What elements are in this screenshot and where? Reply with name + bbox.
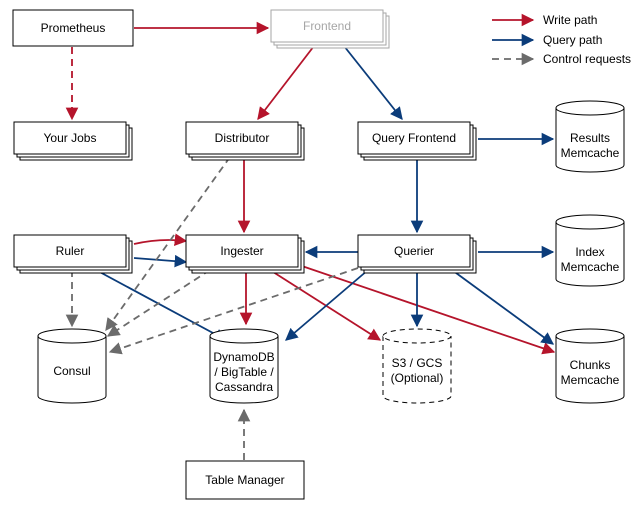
node-distributor: Distributor [185,121,305,161]
node-frontend: Frontend [270,9,390,49]
node-frontend-label: Frontend [303,19,351,33]
edge-querier-dynamodb [285,269,369,341]
node-ingester-label: Ingester [220,244,263,258]
node-ruler-label: Ruler [56,244,85,258]
store-consul: Consul [37,328,107,404]
node-query-frontend: Query Frontend [357,121,477,161]
node-querier: Querier [357,234,477,274]
edge-frontend-query-frontend [343,45,403,120]
edge-querier-consul [108,267,359,355]
store-chunks-memcache: Chunks Memcache [555,328,625,404]
node-table-manager-label: Table Manager [205,473,284,487]
store-chunks-memcache-line1: Chunks [570,358,611,372]
node-distributor-label: Distributor [215,131,270,145]
store-consul-label: Consul [53,364,90,378]
store-dynamodb-line1: DynamoDB [213,350,274,364]
node-prometheus-label: Prometheus [41,21,106,35]
store-results-memcache: Results Memcache [555,100,625,173]
store-index-memcache: Index Memcache [555,214,625,287]
edges [65,21,556,460]
node-your-jobs: Your Jobs [13,121,133,161]
legend-control-label: Control requests [543,52,631,66]
store-chunks-memcache-line2: Memcache [561,373,620,387]
store-results-memcache-line2: Memcache [561,146,620,160]
edge-ruler-ingester-write [133,233,188,246]
node-ingester: Ingester [185,234,305,274]
store-s3-gcs: S3 / GCS (Optional) [382,328,452,404]
node-your-jobs-label: Your Jobs [44,131,97,145]
edge-ingester-chunks-memcache [295,263,556,355]
node-table-manager: Table Manager [185,460,305,500]
store-dynamodb-line2: / BigTable / [214,365,274,379]
legend: Write path Query path Control requests [492,13,631,66]
store-index-memcache-line2: Memcache [561,260,620,274]
store-dynamodb-line3: Cassandra [215,380,273,394]
node-prometheus: Prometheus [12,9,134,47]
node-ruler: Ruler [13,234,133,274]
edge-ruler-ingester-query [133,254,188,268]
edge-ingester-s3 [269,269,382,341]
legend-query-label: Query path [543,33,602,47]
edge-ruler-dynamodb [95,269,228,341]
node-querier-label: Querier [394,244,434,258]
edge-frontend-distributor [257,45,315,120]
edge-querier-chunks-memcache [451,269,555,345]
store-dynamodb: DynamoDB / BigTable / Cassandra [209,328,279,404]
store-s3-gcs-line2: (Optional) [391,371,444,385]
edge-ingester-consul [106,269,211,337]
legend-write-label: Write path [543,13,597,27]
store-s3-gcs-line1: S3 / GCS [392,356,443,370]
store-index-memcache-line1: Index [575,245,604,259]
node-query-frontend-label: Query Frontend [372,131,456,145]
store-results-memcache-line1: Results [570,131,610,145]
